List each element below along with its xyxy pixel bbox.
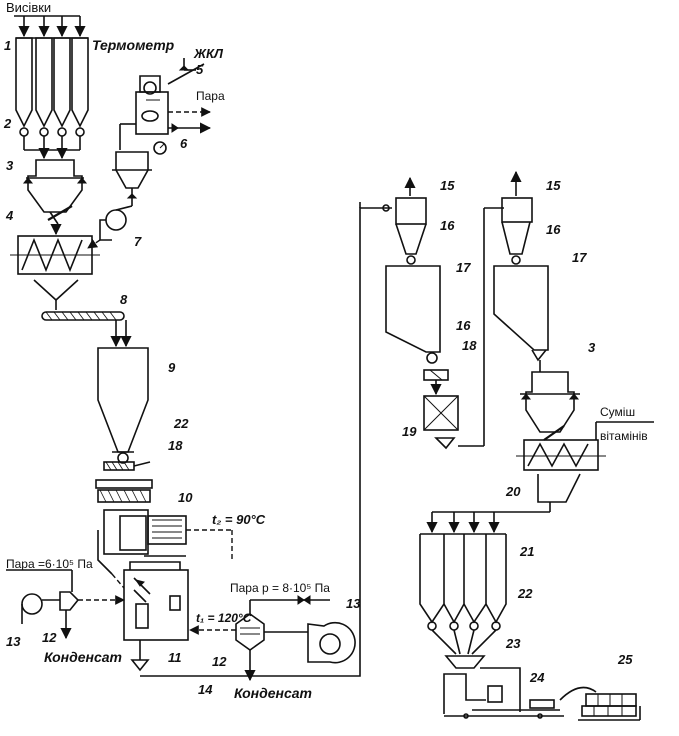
num-15-b: 15 — [546, 178, 561, 193]
right-steam-heater-12 — [189, 595, 356, 682]
fat-dosing-tank-6 — [112, 141, 167, 206]
label-steam: Пара — [196, 89, 225, 103]
num-6: 6 — [180, 136, 188, 151]
fat-heating-tank-5 — [119, 58, 212, 150]
num-20: 20 — [505, 484, 521, 499]
num-16-b: 16 — [546, 222, 561, 237]
label-vitamin-mix-2: вітамінів — [600, 429, 648, 443]
label-condensate-left: Конденсат — [44, 649, 122, 665]
storage-bins-21 — [419, 533, 507, 655]
conditioner-11 — [111, 561, 189, 672]
label-condensate-right: Конденсат — [234, 685, 312, 701]
label-thermometer: Термометр — [92, 37, 175, 53]
num-3-right: 3 — [588, 340, 596, 355]
num-7: 7 — [134, 234, 142, 249]
left-steam-heater-12 — [6, 569, 125, 640]
bran-bins — [14, 15, 89, 160]
label-t1: t₁ = 120°C — [196, 611, 252, 625]
num-8: 8 — [120, 292, 128, 307]
num-17-a: 17 — [456, 260, 471, 275]
bagging-line — [443, 655, 641, 721]
num-10: 10 — [178, 490, 193, 505]
label-vitamin-mix-1: Суміш — [600, 405, 635, 419]
num-25: 25 — [617, 652, 633, 667]
num-22-right: 22 — [517, 586, 533, 601]
num-13-left: 13 — [6, 634, 21, 649]
label-t2: t₂ = 90°C — [212, 512, 266, 527]
num-1: 1 — [4, 38, 11, 53]
cyclone-group-a — [385, 176, 504, 450]
granulator-10 — [95, 479, 233, 575]
silo-9 — [97, 347, 151, 471]
num-4: 4 — [5, 208, 14, 223]
screw-mixer-4 — [10, 235, 100, 310]
num-2: 2 — [3, 116, 12, 131]
screw-mixer-20 — [426, 439, 606, 534]
num-15-a: 15 — [440, 178, 455, 193]
pump-7 — [87, 205, 133, 249]
label-bran: Висівки — [6, 0, 51, 15]
num-16-a: 16 — [440, 218, 455, 233]
num-9: 9 — [168, 360, 176, 375]
num-12-left: 12 — [42, 630, 57, 645]
num-14: 14 — [198, 682, 213, 697]
num-18-right: 18 — [462, 338, 477, 353]
num-23: 23 — [505, 636, 521, 651]
num-22-mid: 22 — [173, 416, 189, 431]
num-16-c: 16 — [456, 318, 471, 333]
conveyor-8 — [41, 311, 132, 348]
dosing-scale-3 — [22, 159, 88, 236]
num-19: 19 — [402, 424, 417, 439]
num-3-top: 3 — [6, 158, 14, 173]
num-13-right: 13 — [346, 596, 361, 611]
cyclone-group-b — [493, 170, 654, 441]
num-17-b: 17 — [572, 250, 587, 265]
num-18-mid: 18 — [168, 438, 183, 453]
pneumatic-pipe-14 — [140, 202, 392, 677]
num-12-right: 12 — [212, 654, 227, 669]
label-steam-p6: Пара =6·10⁵ Па — [6, 557, 93, 571]
label-zhkl: ЖКЛ — [193, 46, 224, 61]
num-24: 24 — [529, 670, 545, 685]
num-11: 11 — [168, 650, 182, 665]
num-21: 21 — [519, 544, 534, 559]
num-5: 5 — [196, 62, 204, 77]
label-steam-p8: Пара p = 8·10⁵ Па — [230, 581, 330, 595]
